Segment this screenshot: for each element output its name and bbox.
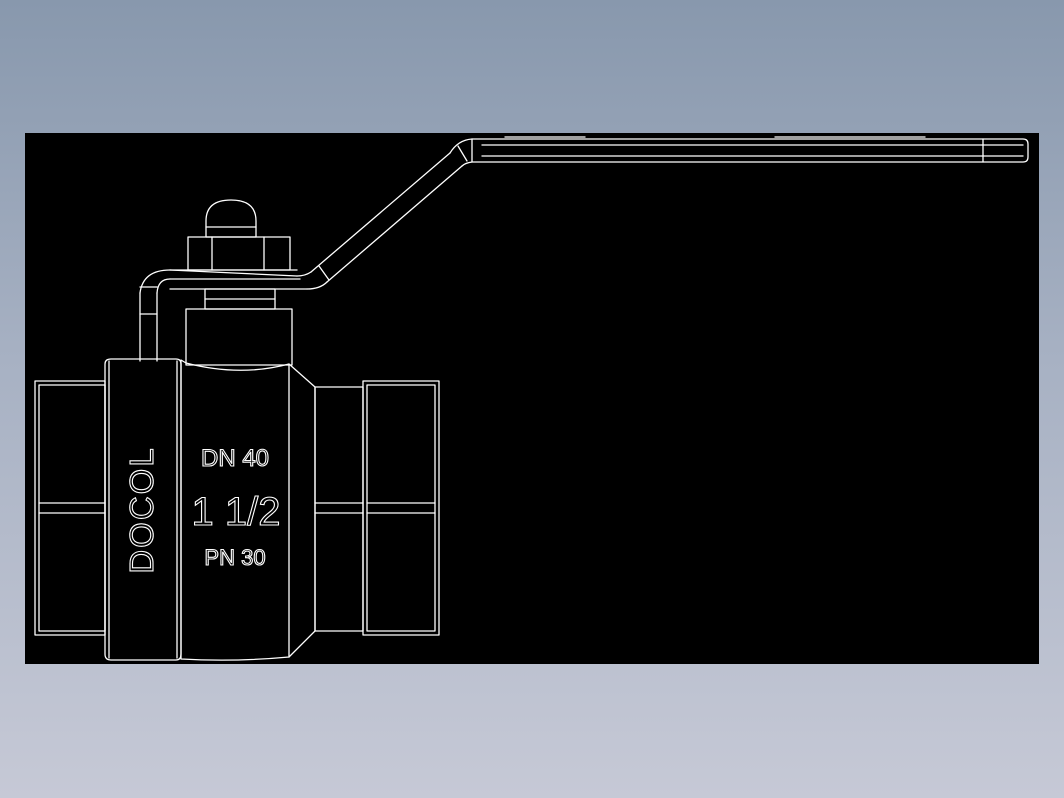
handle-down-bend: [156, 278, 171, 294]
body-markings: DOCOL DN 40 1 1/2 PN 30: [122, 444, 281, 574]
handle-bend: [461, 161, 473, 167]
handle-bar: [471, 138, 1029, 163]
right-end-connector: [362, 380, 440, 636]
stem-assembly: [185, 199, 293, 366]
lever-handle: [139, 136, 1029, 362]
handle-bend: [449, 138, 473, 154]
valve-body: [34, 358, 440, 661]
stem-neck: [185, 308, 293, 366]
pressure-label: PN 30: [204, 545, 265, 570]
cad-viewport[interactable]: DOCOL DN 40 1 1/2 PN 30: [25, 133, 1039, 664]
handle-down-bend: [139, 269, 171, 294]
handle-lower-bend: [296, 271, 312, 277]
handle-lower-bend: [306, 281, 328, 290]
left-end-connector-inner: [38, 384, 106, 632]
right-end-connector-inner: [366, 384, 436, 632]
stem-cap: [205, 199, 257, 238]
nominal-diameter-label: DN 40: [201, 445, 269, 472]
handle-lower-arm: [169, 269, 298, 277]
handle-diagonal-arm: [326, 165, 463, 283]
left-end-connector: [34, 380, 106, 636]
size-label: 1 1/2: [192, 490, 281, 534]
body-neck: [314, 386, 364, 632]
brand-label: DOCOL: [123, 446, 160, 573]
ball-valve-drawing: DOCOL DN 40 1 1/2 PN 30: [34, 136, 1029, 661]
handle-diagonal-arm-edge: [457, 145, 468, 162]
handle-diagonal-arm-edge: [318, 265, 330, 281]
handle-diagonal-arm: [310, 152, 451, 273]
stem-nut: [187, 236, 291, 271]
